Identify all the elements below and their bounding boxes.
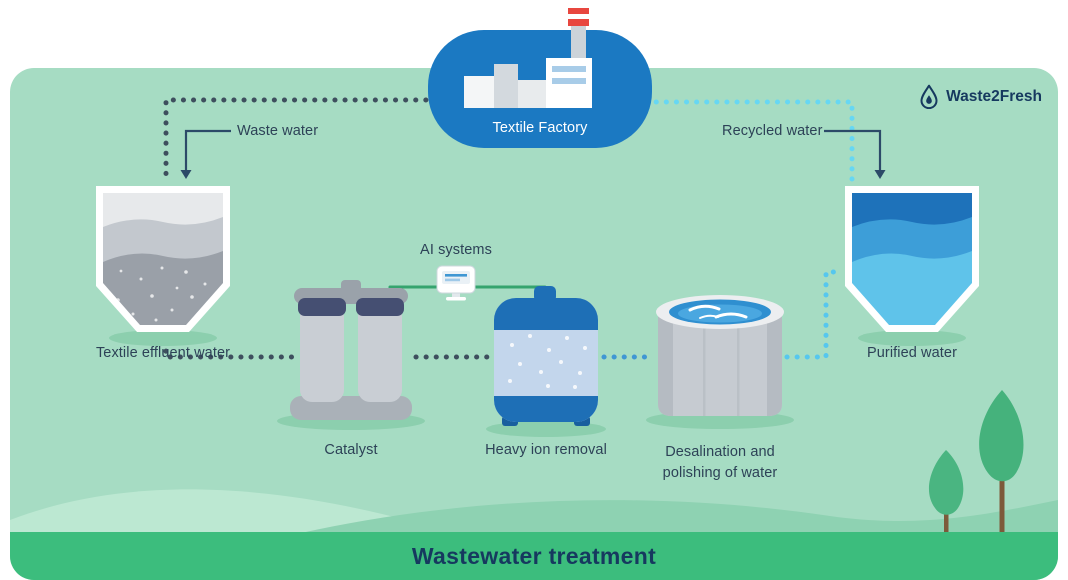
desal-to-purified-path [784, 269, 845, 360]
ai-monitor-icon [436, 265, 476, 301]
shadow [109, 330, 217, 346]
waste-water-arrow [184, 129, 231, 171]
factory-icon [464, 8, 592, 108]
landscape [10, 390, 1058, 580]
effluent-to-catalyst-path [163, 338, 299, 360]
effluent-tank-illustration [96, 186, 230, 346]
recycled-water-arrowhead [874, 170, 886, 179]
annotation-arrows [180, 129, 886, 179]
brand-logo: Waste2Fresh [919, 84, 1042, 109]
brand-name: Waste2Fresh [946, 87, 1042, 105]
purified-tank-illustration [845, 186, 979, 346]
water-drop-icon [920, 84, 938, 109]
textile-factory-node [428, 8, 652, 148]
purified-tank-label: Purified water [866, 345, 958, 361]
page-title: Wastewater treatment [411, 543, 657, 569]
desalination-label: Desalination and polishing of water [662, 444, 778, 482]
recycled-water-label: Recycled water [722, 123, 823, 139]
waste-water-path-top [163, 97, 439, 184]
catalyst-label: Catalyst [324, 442, 378, 458]
heavy-ion-removal-label: Heavy ion removal [485, 442, 607, 458]
ai-systems-label: AI systems [420, 242, 492, 258]
effluent-tank-label: Textile effluent water [95, 345, 231, 361]
waste-water-label: Waste water [237, 123, 319, 139]
shadow [858, 330, 966, 346]
footer-band [10, 532, 1058, 580]
heavy-ion-tank-illustration [486, 286, 606, 437]
desalination-tank-illustration [646, 295, 794, 429]
tree-large [979, 390, 1024, 534]
catalyst-illustration [277, 280, 425, 430]
waste-water-arrowhead [180, 170, 192, 179]
tree-small [928, 450, 964, 534]
factory-label: Textile Factory [492, 120, 588, 136]
recycled-water-arrow [824, 129, 882, 171]
flow-paths [163, 97, 855, 360]
